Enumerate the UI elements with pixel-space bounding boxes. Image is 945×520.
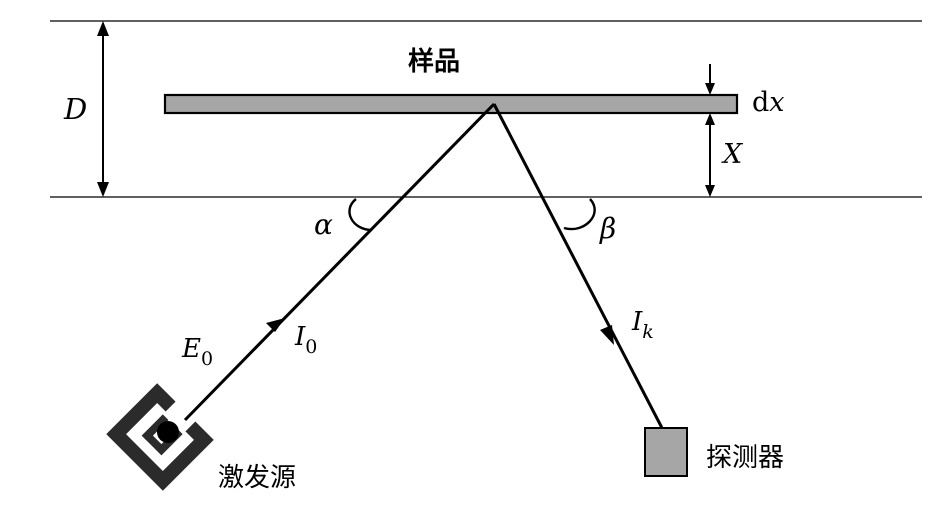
dx-label-x: x bbox=[769, 87, 784, 118]
dx-label: dx bbox=[752, 87, 785, 118]
alpha-arc bbox=[348, 198, 373, 232]
ik-main: I bbox=[631, 307, 643, 337]
d-dimension-arrow bbox=[97, 21, 109, 197]
dx-label-d: d bbox=[752, 87, 769, 118]
beta-label: β bbox=[599, 212, 616, 245]
i0-main: I bbox=[294, 322, 306, 352]
ik-sub: k bbox=[642, 321, 654, 343]
source-emitter-icon bbox=[157, 421, 179, 443]
i0-sub: 0 bbox=[305, 336, 317, 358]
d-label: D bbox=[63, 92, 87, 126]
i0-label: I0 bbox=[294, 322, 317, 358]
alpha-label: α bbox=[314, 208, 333, 241]
sample-label: 样品 bbox=[408, 46, 460, 77]
e0-sub: 0 bbox=[201, 348, 213, 370]
dx-arrow bbox=[705, 64, 715, 197]
incident-beam bbox=[183, 102, 496, 422]
excitation-source-icon bbox=[106, 383, 214, 491]
detector-box bbox=[644, 427, 688, 477]
emitted-beam bbox=[492, 103, 664, 429]
sample-plate bbox=[163, 93, 739, 115]
source-label: 激发源 bbox=[218, 463, 296, 493]
e0-label: E0 bbox=[181, 334, 213, 370]
x-label: X bbox=[721, 139, 744, 170]
ik-label: Ik bbox=[631, 307, 654, 343]
e0-main: E bbox=[181, 334, 201, 364]
detector-label: 探测器 bbox=[706, 443, 784, 473]
beta-arc bbox=[563, 198, 596, 231]
